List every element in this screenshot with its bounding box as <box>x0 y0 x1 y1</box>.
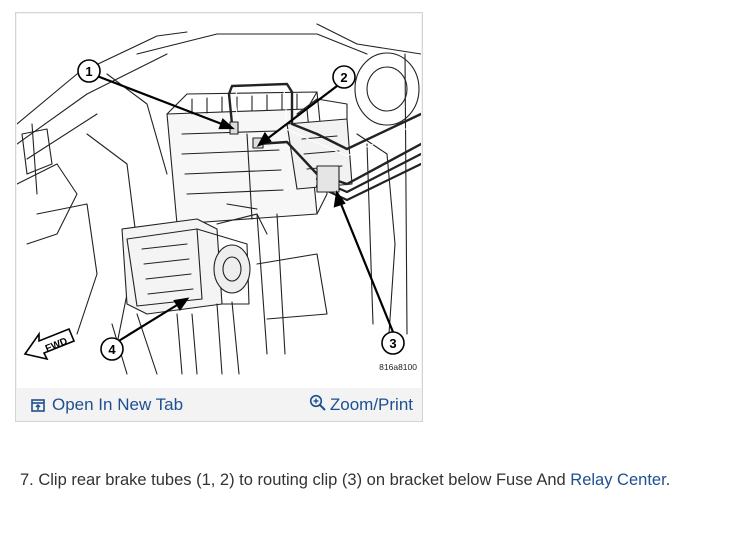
callout-1: 1 <box>77 59 101 83</box>
instruction-tail: . <box>665 471 671 489</box>
figure-toolbar: Open In New Tab Zoom/Print <box>17 389 421 421</box>
callout-3: 3 <box>381 331 405 355</box>
brake-tube-diagram[interactable]: 1 2 3 4 FWD 816a8100 <box>17 14 421 388</box>
instruction-step: 7. Clip rear brake tubes (1, 2) to routi… <box>20 471 730 490</box>
figure-code: 816a8100 <box>379 362 417 372</box>
figure-card: 1 2 3 4 FWD 816a8100 <box>15 12 423 422</box>
zoom-print-button[interactable]: Zoom/Print <box>309 389 413 421</box>
svg-text:1: 1 <box>85 64 92 79</box>
diagram-illustration: 1 2 3 4 FWD 816a8100 <box>17 23 421 375</box>
svg-text:4: 4 <box>108 342 116 357</box>
relay-center-link[interactable]: Relay Center <box>570 471 666 489</box>
svg-text:3: 3 <box>389 336 396 351</box>
fwd-arrow: FWD <box>23 327 76 361</box>
open-in-new-tab-button[interactable]: Open In New Tab <box>31 389 183 421</box>
open-in-new-tab-label: Open In New Tab <box>52 395 184 414</box>
callout-4: 4 <box>100 337 124 361</box>
svg-text:2: 2 <box>340 70 347 85</box>
callout-2: 2 <box>332 65 356 89</box>
instruction-text: 7. Clip rear brake tubes (1, 2) to routi… <box>20 471 571 489</box>
zoom-print-label: Zoom/Print <box>329 395 413 414</box>
zoom-magnifier-icon <box>309 394 326 411</box>
open-new-tab-icon <box>31 398 45 412</box>
